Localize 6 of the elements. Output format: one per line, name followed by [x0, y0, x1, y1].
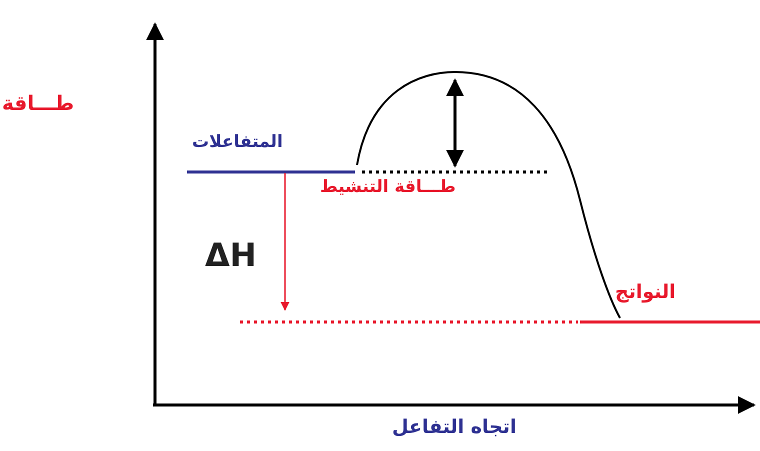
axis-title: اتجاه التفاعل: [392, 417, 516, 438]
level-label: المتفاعلات: [192, 133, 283, 152]
level-label: النواتج: [615, 282, 676, 303]
energy-label: طـــاقة التنشيط: [320, 178, 456, 197]
axis-title: طـــاقة: [2, 92, 74, 114]
enthalpy-label: ΔH: [205, 238, 257, 274]
